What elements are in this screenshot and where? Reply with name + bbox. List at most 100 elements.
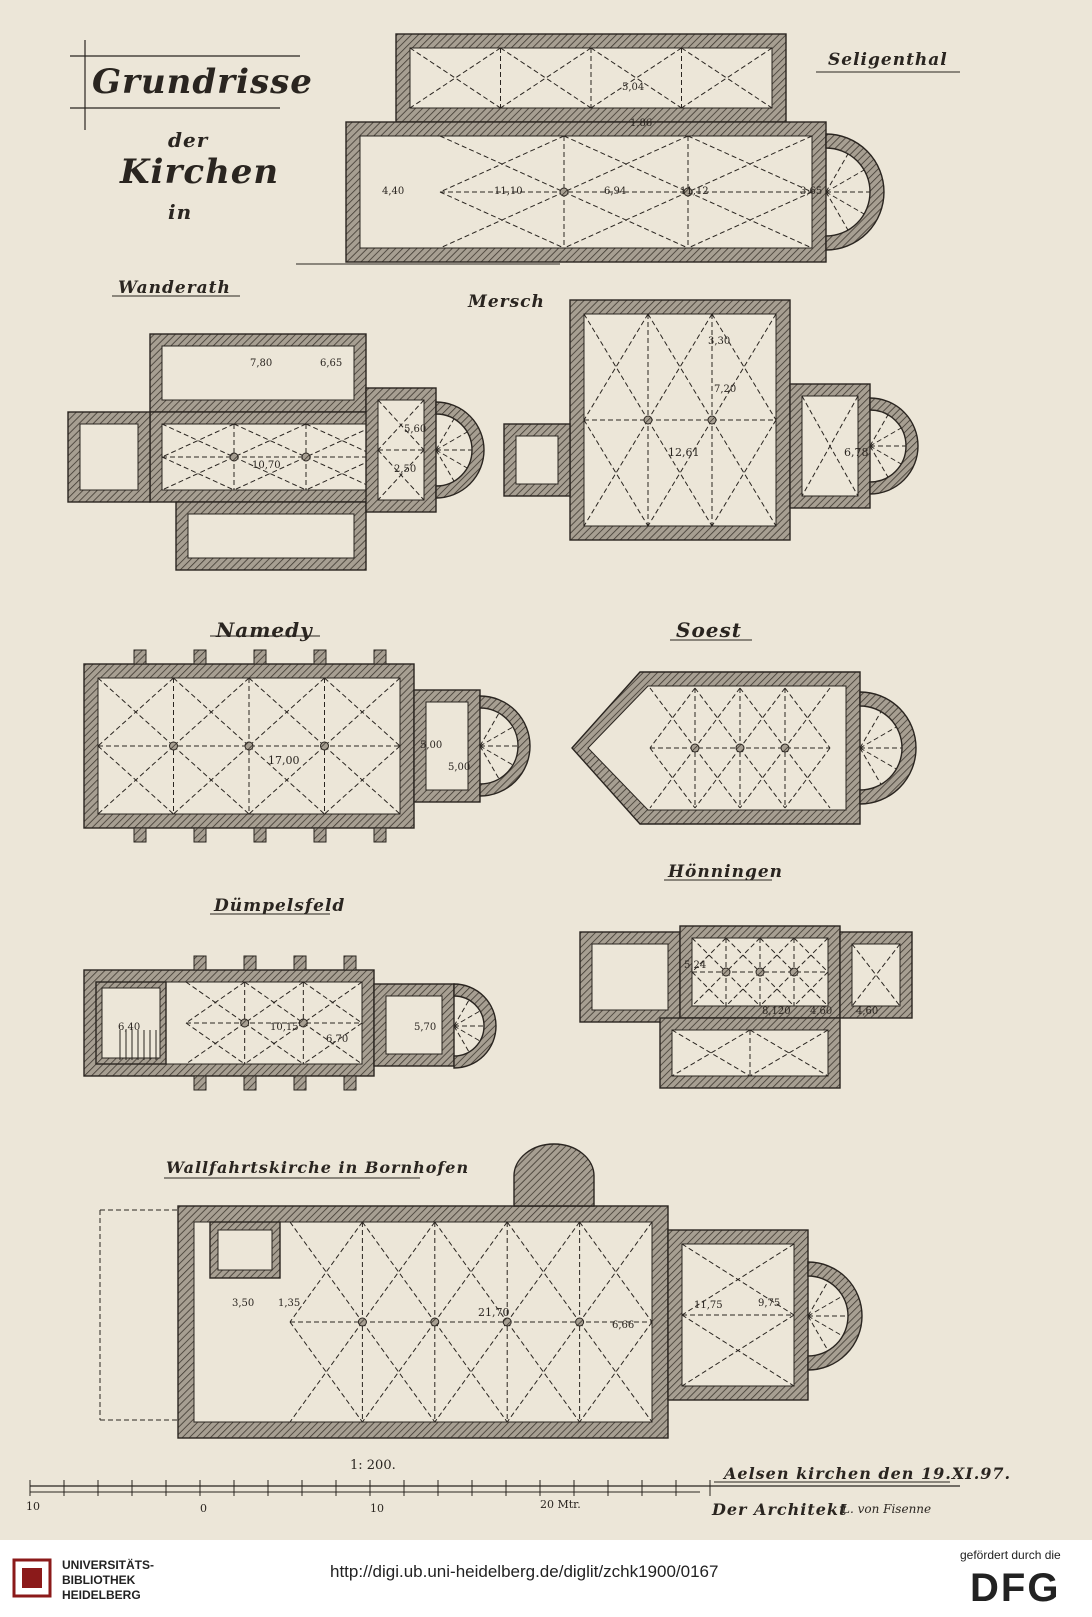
soest-nave-rib — [649, 747, 696, 809]
namedy-choir-interior — [425, 701, 469, 791]
bornhofen-nave-pillar — [575, 1317, 585, 1327]
dumpelsfeld-north-buttress — [193, 955, 207, 971]
mersch-nave-rib — [583, 419, 649, 527]
architect-signature: L. von Fisenne — [842, 1502, 932, 1516]
dim-bornhofen-6: 6,66 — [612, 1320, 635, 1331]
bornhofen-nave-rib — [434, 1321, 508, 1423]
mersch-nave-rib — [647, 313, 713, 421]
soest-nave-rib — [784, 687, 831, 749]
seligenthal-apse-rib — [825, 153, 849, 193]
bornhofen-nave-pillar — [357, 1317, 367, 1327]
wanderath-nave-rib — [233, 423, 307, 458]
dim-seligenthal-4: 11,12 — [680, 186, 709, 197]
namedy-north-buttress — [253, 649, 267, 665]
bornhofen-nave-rib — [289, 1221, 363, 1323]
bornhofen-nave-pillar — [502, 1317, 512, 1327]
bornhofen-apse-rib — [807, 1315, 843, 1337]
dim-honningen-1: 5,24 — [684, 960, 707, 971]
seligenthal-nave-rib — [563, 135, 689, 193]
soest-nave-rib — [739, 747, 786, 809]
soest-nave-pillar — [735, 743, 745, 753]
mersch-nave-rib — [711, 313, 777, 421]
soest-nave-rib — [784, 687, 831, 749]
mersch-nave-rib — [647, 419, 713, 527]
seligenthal-nave-pillar — [683, 187, 693, 197]
namedy-apse-wall — [479, 695, 531, 797]
title-grundrisse: Grundrisse — [92, 62, 313, 102]
bornhofen-choir-rib — [681, 1314, 795, 1387]
seligenthal-upper-rib — [500, 47, 592, 109]
namedy-south-buttress — [373, 827, 387, 843]
scale-tick-ten: 10 — [370, 1502, 384, 1515]
bornhofen-nave-rib — [506, 1221, 581, 1323]
soest-nave-rib — [694, 687, 741, 749]
label-mersch: Mersch — [468, 292, 545, 312]
dim-wanderath-4: 5,60 — [404, 424, 427, 435]
dfg-logo: DFG — [970, 1566, 1061, 1610]
dim-mersch-4: 7,20 — [714, 384, 737, 395]
label-seligenthal: Seligenthal — [828, 50, 948, 70]
wanderath-nave-rib — [305, 456, 379, 491]
dumpelsfeld-apse-rib — [453, 1010, 481, 1027]
wanderath-apse-wall — [435, 401, 485, 499]
namedy-nave-rib — [173, 745, 250, 815]
mersch-apse-wall — [869, 397, 919, 495]
dumpelsfeld-north-buttress — [293, 955, 307, 971]
wanderath-apse-rib — [435, 431, 468, 451]
seligenthal-nave-rib — [687, 191, 813, 249]
source-url-link[interactable]: http://digi.ub.uni-heidelberg.de/diglit/… — [330, 1562, 719, 1581]
namedy-nave-rib — [97, 745, 174, 815]
dim-seligenthal-3: 6,94 — [604, 186, 627, 197]
place-date: Aelsen kirchen den 19.XI.97. — [724, 1464, 1012, 1483]
dim-dumpelsfeld-2: 10,15 — [270, 1022, 299, 1033]
honningen-nave-rib — [793, 937, 829, 973]
namedy-north-buttress — [133, 649, 147, 665]
soest-nave-pillar — [780, 743, 790, 753]
label-bornhofen: Wallfahrtskirche in Bornhofen — [166, 1158, 470, 1177]
university-seal-icon — [12, 1558, 52, 1598]
seligenthal-upper-rib — [681, 47, 773, 109]
mersch-porch-interior — [515, 435, 559, 485]
dumpelsfeld-nave-rib — [303, 981, 363, 1024]
mersch-nave-rib — [583, 419, 649, 527]
bornhofen-nave-rib — [361, 1221, 436, 1323]
bornhofen-apse-rib — [807, 1295, 843, 1317]
bornhofen-nave-rib — [579, 1221, 653, 1323]
seligenthal-nave-rib — [439, 135, 565, 193]
namedy-north-buttress — [313, 649, 327, 665]
seligenthal-upper-rib — [681, 47, 773, 109]
namedy-south-buttress — [313, 827, 327, 843]
honningen-nave-rib — [759, 971, 795, 1007]
honningen-nave-rib — [725, 937, 761, 973]
namedy-north-buttress — [373, 649, 387, 665]
bornhofen-nave-rib — [361, 1321, 436, 1423]
bornhofen-nave-rib — [579, 1321, 653, 1423]
dumpelsfeld-apse-rib — [453, 999, 470, 1027]
mersch-nave-rib — [711, 313, 777, 421]
namedy-nave-rib — [324, 745, 401, 815]
bornhofen-apse-rib — [807, 1281, 829, 1317]
title-in: in — [168, 200, 193, 224]
wanderath-apse-rib — [435, 418, 455, 451]
dim-wanderath-1: 7,80 — [250, 358, 273, 369]
dim-bornhofen-4: 9,75 — [758, 1298, 781, 1309]
dumpelsfeld-nave-rib — [185, 1022, 245, 1065]
label-wanderath: Wanderath — [118, 278, 231, 298]
soest-nave-rib — [694, 747, 741, 809]
library-name-2: BIBLIOTHEK — [62, 1573, 136, 1587]
dim-bornhofen-1: 3,50 — [232, 1298, 255, 1309]
namedy-south-buttress — [193, 827, 207, 843]
wanderath-crossing-interior — [377, 399, 425, 501]
seligenthal-upper-rib — [590, 47, 682, 109]
mersch-apse-rib — [869, 445, 889, 478]
scale-tick-zero: 0 — [200, 1502, 207, 1515]
dim-mersch-2: 12,61 — [668, 446, 700, 459]
dumpelsfeld-south-buttress — [343, 1075, 357, 1091]
honningen-nave-pillar — [789, 967, 799, 977]
dumpelsfeld-nave-pillar — [298, 1018, 308, 1028]
seligenthal-nave-pillar — [559, 187, 569, 197]
soest-nave-rib — [739, 687, 786, 749]
dim-namedy-2: 5,00 — [420, 740, 443, 751]
dumpelsfeld-north-buttress — [243, 955, 257, 971]
bornhofen-nave-rib — [434, 1221, 508, 1323]
